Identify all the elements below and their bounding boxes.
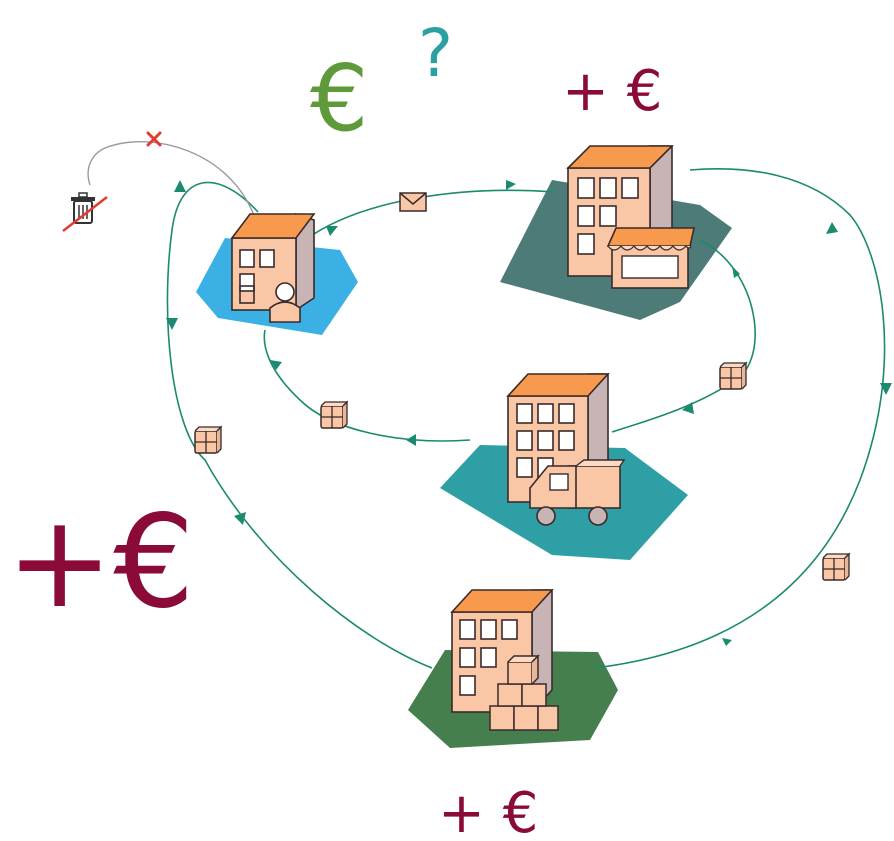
flow-consumer-to-warehouse	[166, 181, 433, 669]
profit-label-top: + €	[562, 59, 662, 124]
profit-label-left: +€	[6, 488, 195, 637]
shop-awning-icon	[606, 227, 695, 289]
package-icon	[194, 426, 222, 454]
package-icon	[320, 401, 348, 429]
arrowhead	[174, 180, 186, 192]
arrowhead	[880, 383, 892, 395]
waste-line	[87, 141, 256, 219]
question-mark-label: ?	[418, 15, 453, 92]
envelope-icon	[399, 192, 427, 212]
arrowhead	[406, 434, 416, 446]
arrowhead	[732, 266, 740, 278]
profit-label-bottom: + €	[438, 781, 538, 841]
arrowhead	[234, 512, 246, 525]
package-icon	[822, 553, 850, 581]
flow-consumer-to-shop	[304, 189, 556, 241]
flow-logistics-to-consumer	[263, 329, 471, 442]
flow-arrowheads	[166, 180, 892, 646]
stacked-boxes-icon	[489, 654, 559, 731]
shop-building	[566, 145, 695, 289]
person-icon	[269, 282, 301, 323]
delivery-truck-icon	[529, 459, 626, 526]
package-icon	[719, 362, 747, 390]
arrowhead	[326, 226, 338, 236]
arrowhead	[270, 360, 282, 370]
logistics-building	[506, 373, 626, 526]
warehouse-building	[450, 589, 559, 731]
arrowhead	[826, 222, 838, 234]
arrowhead	[166, 318, 178, 330]
arrowhead	[722, 638, 732, 646]
euro-question-label: €	[310, 45, 369, 152]
trash-bin-icon	[62, 192, 108, 232]
arrowhead	[682, 402, 694, 414]
cross-mark-icon	[146, 131, 162, 147]
flow-warehouse-to-shop	[594, 168, 886, 669]
consumer-building	[230, 212, 316, 323]
arrowhead	[506, 180, 516, 190]
